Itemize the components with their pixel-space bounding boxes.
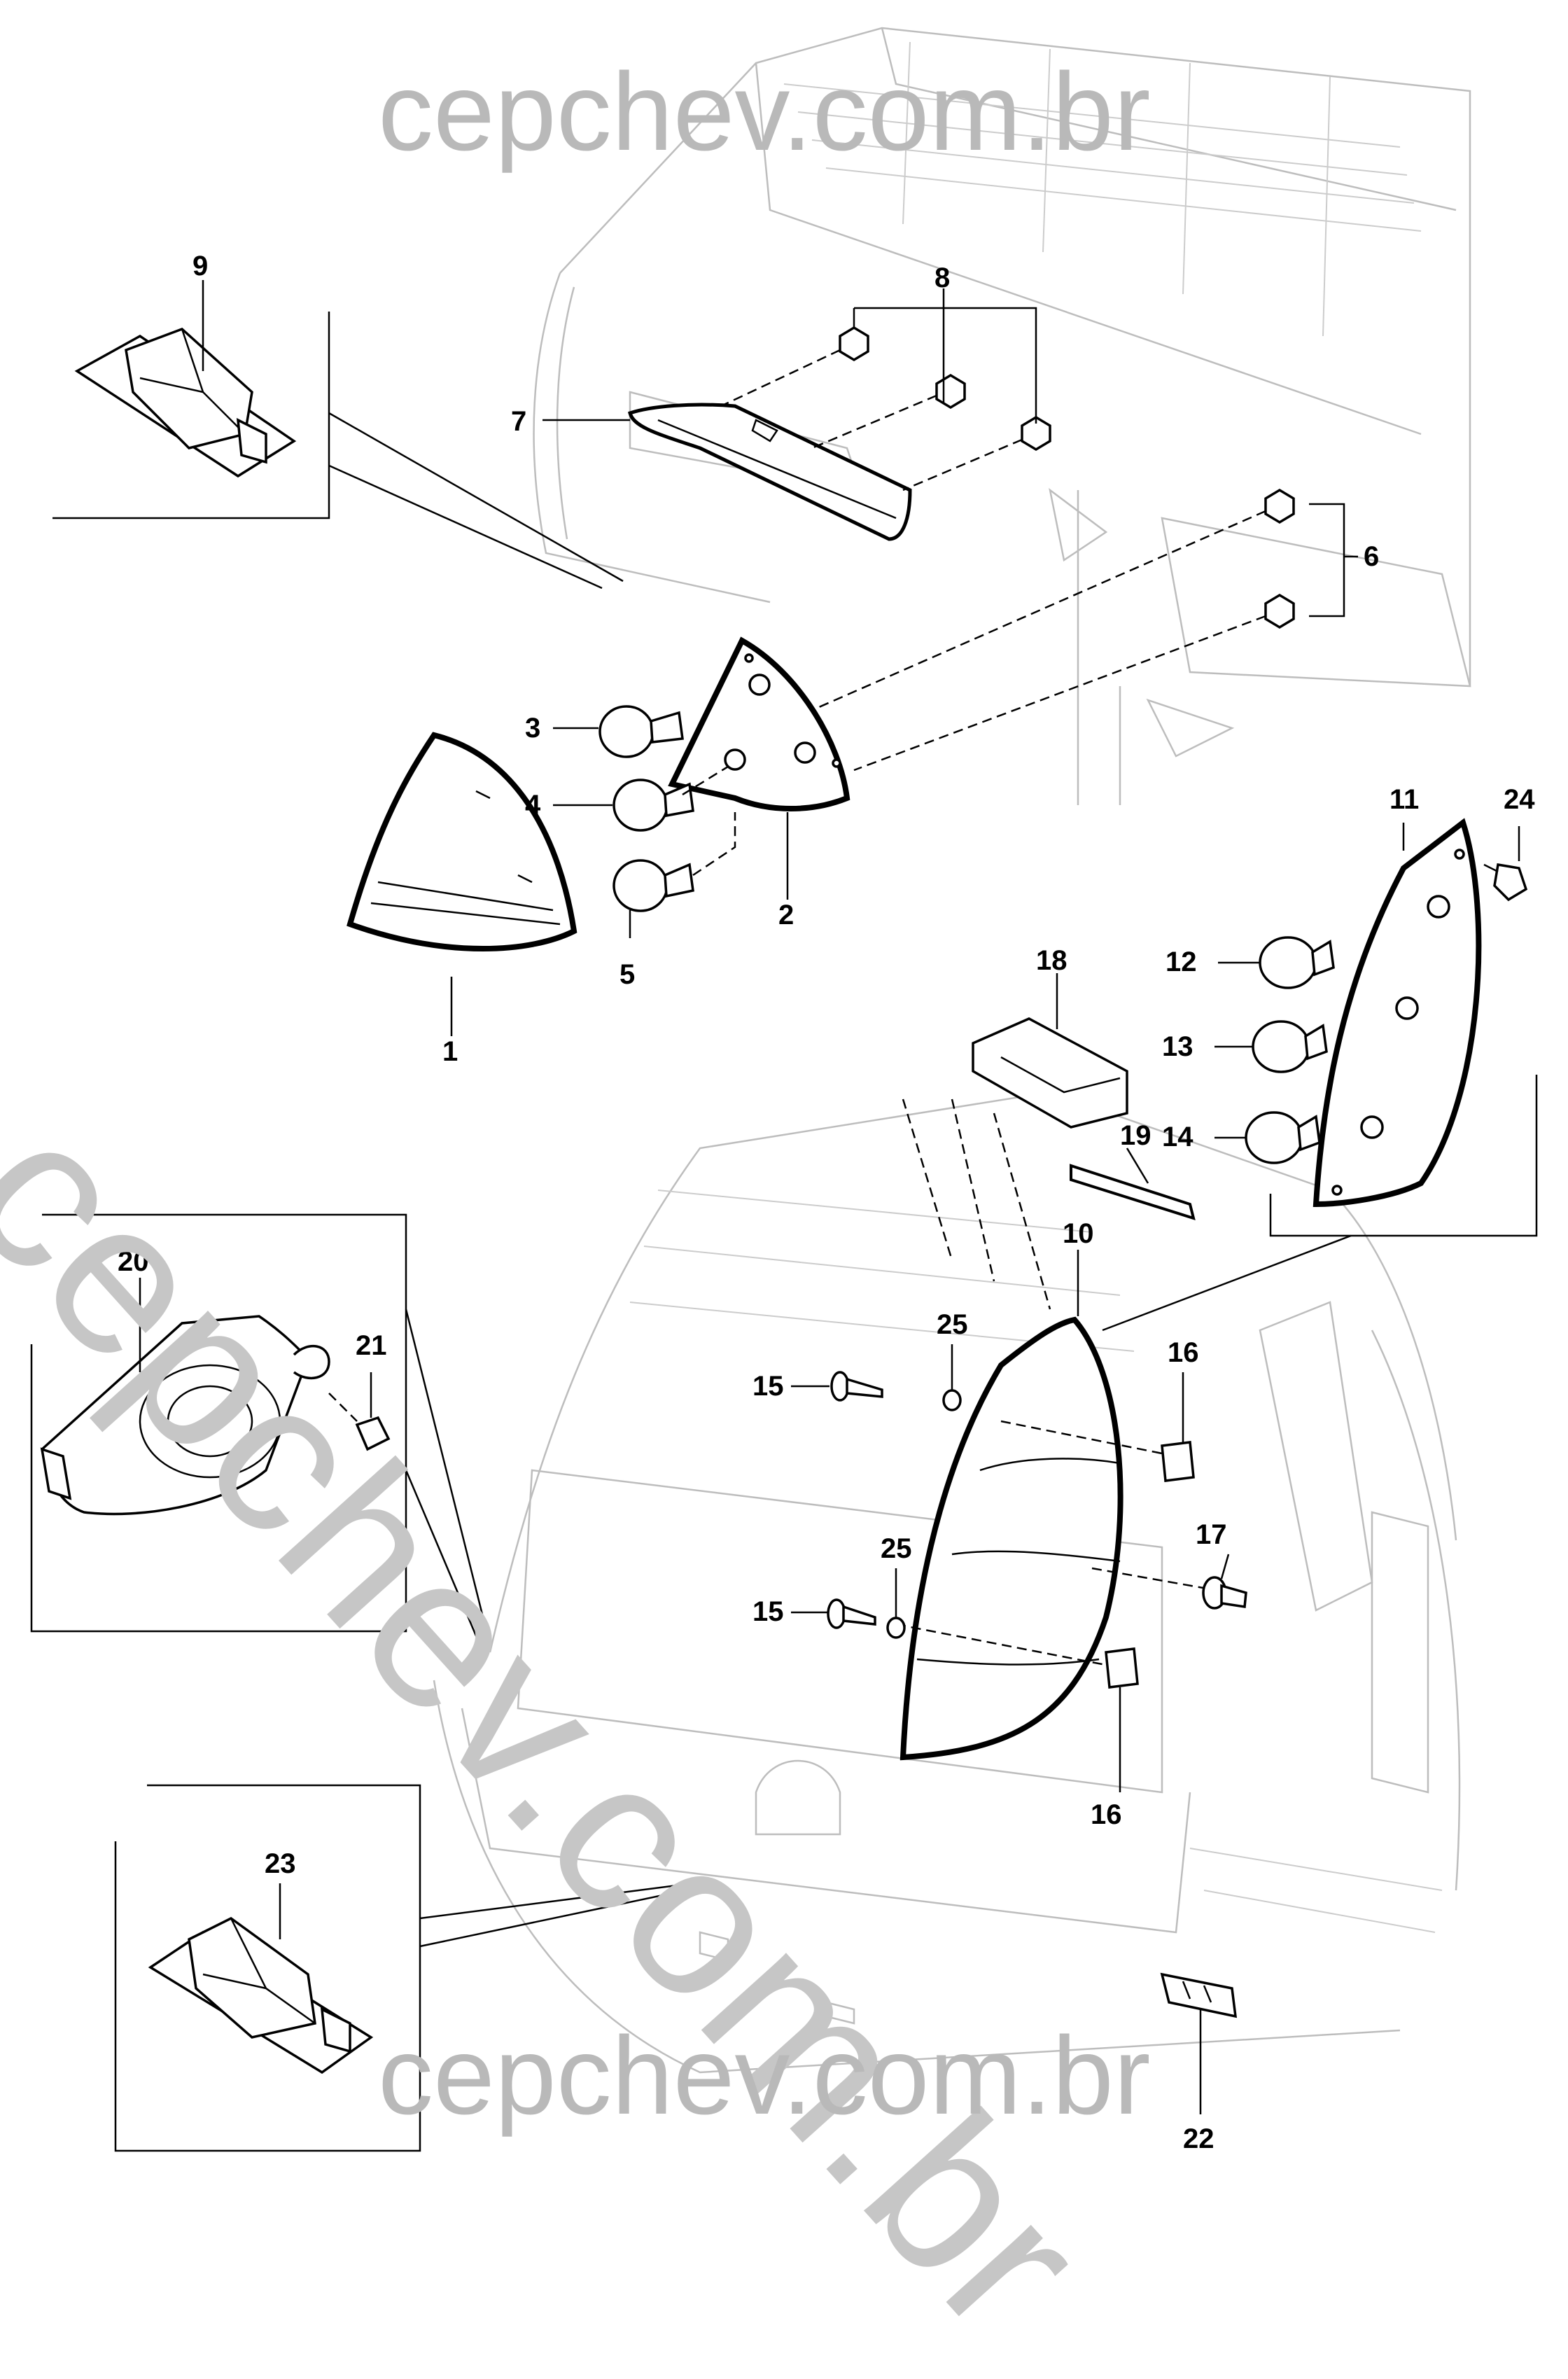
parts-diagram: 1 2 3 4 5 6 7 8 9 10 11 12 13 14 15 15 1… [30,27,1538,2154]
part-2-bulb-holder [668,636,850,811]
watermark-bottom: cepchev.com.br [378,2014,1151,2137]
part-23-license-lamp [148,1916,374,2074]
part-17-fastener [1202,1576,1247,1610]
callout-1: 1 [442,1036,458,1067]
part-11-bulb-holder [1312,818,1482,1208]
part-16-clips [1105,1441,1195,1689]
part-15-screws [827,1371,883,1629]
callout-18: 18 [1036,945,1068,976]
part-22-bracket [1160,1972,1238,2018]
bulbs-3-4-5 [598,705,736,912]
callout-5: 5 [620,959,635,990]
part-1-tail-lamp [346,732,578,951]
callout-11: 11 [1390,784,1419,815]
callout-24: 24 [1504,784,1535,815]
callout-numbers: 1 2 3 4 5 6 7 8 9 10 11 12 13 14 15 15 1… [118,251,1535,2154]
callout-15b: 15 [752,1596,784,1627]
part-21-screw [328,1393,391,1451]
callout-8: 8 [934,263,950,293]
callout-20: 20 [118,1246,149,1277]
callout-17: 17 [1196,1519,1227,1550]
callout-4: 4 [525,790,541,821]
callout-boxes [30,312,1538,2152]
part-25-washers [886,1389,962,1639]
part-6-nuts [818,488,1295,772]
callout-10: 10 [1063,1218,1094,1249]
callout-13: 13 [1162,1031,1194,1062]
watermark-top: cepchev.com.br [378,50,1151,174]
callout-25a: 25 [937,1309,968,1340]
callout-15a: 15 [752,1371,784,1402]
part-9-license-lamp [74,327,297,478]
callout-12: 12 [1166,947,1197,977]
callout-23: 23 [265,1848,296,1879]
callout-2: 2 [778,900,794,930]
part-7-high-mount-stop-lamp [628,403,912,541]
callout-7: 7 [511,406,526,437]
callout-16a: 16 [1168,1337,1199,1368]
part-18-bracket [902,1017,1128,1310]
part-24-screw [1483,863,1528,902]
part-20-rear-fog-lamp [40,1315,330,1516]
callout-9: 9 [192,251,208,281]
callout-6: 6 [1364,541,1379,572]
callout-16b: 16 [1091,1799,1122,1830]
callout-22: 22 [1183,2123,1214,2154]
leader-lines [139,280,1520,2114]
sedan-background [533,27,1471,805]
callout-21: 21 [356,1330,387,1361]
callout-3: 3 [525,713,540,744]
callout-25b: 25 [881,1533,912,1564]
callout-19: 19 [1120,1120,1152,1151]
part-19-gasket [1070,1164,1196,1220]
part-10-tail-lamp [895,1316,1212,1761]
callout-14: 14 [1162,1122,1194,1152]
